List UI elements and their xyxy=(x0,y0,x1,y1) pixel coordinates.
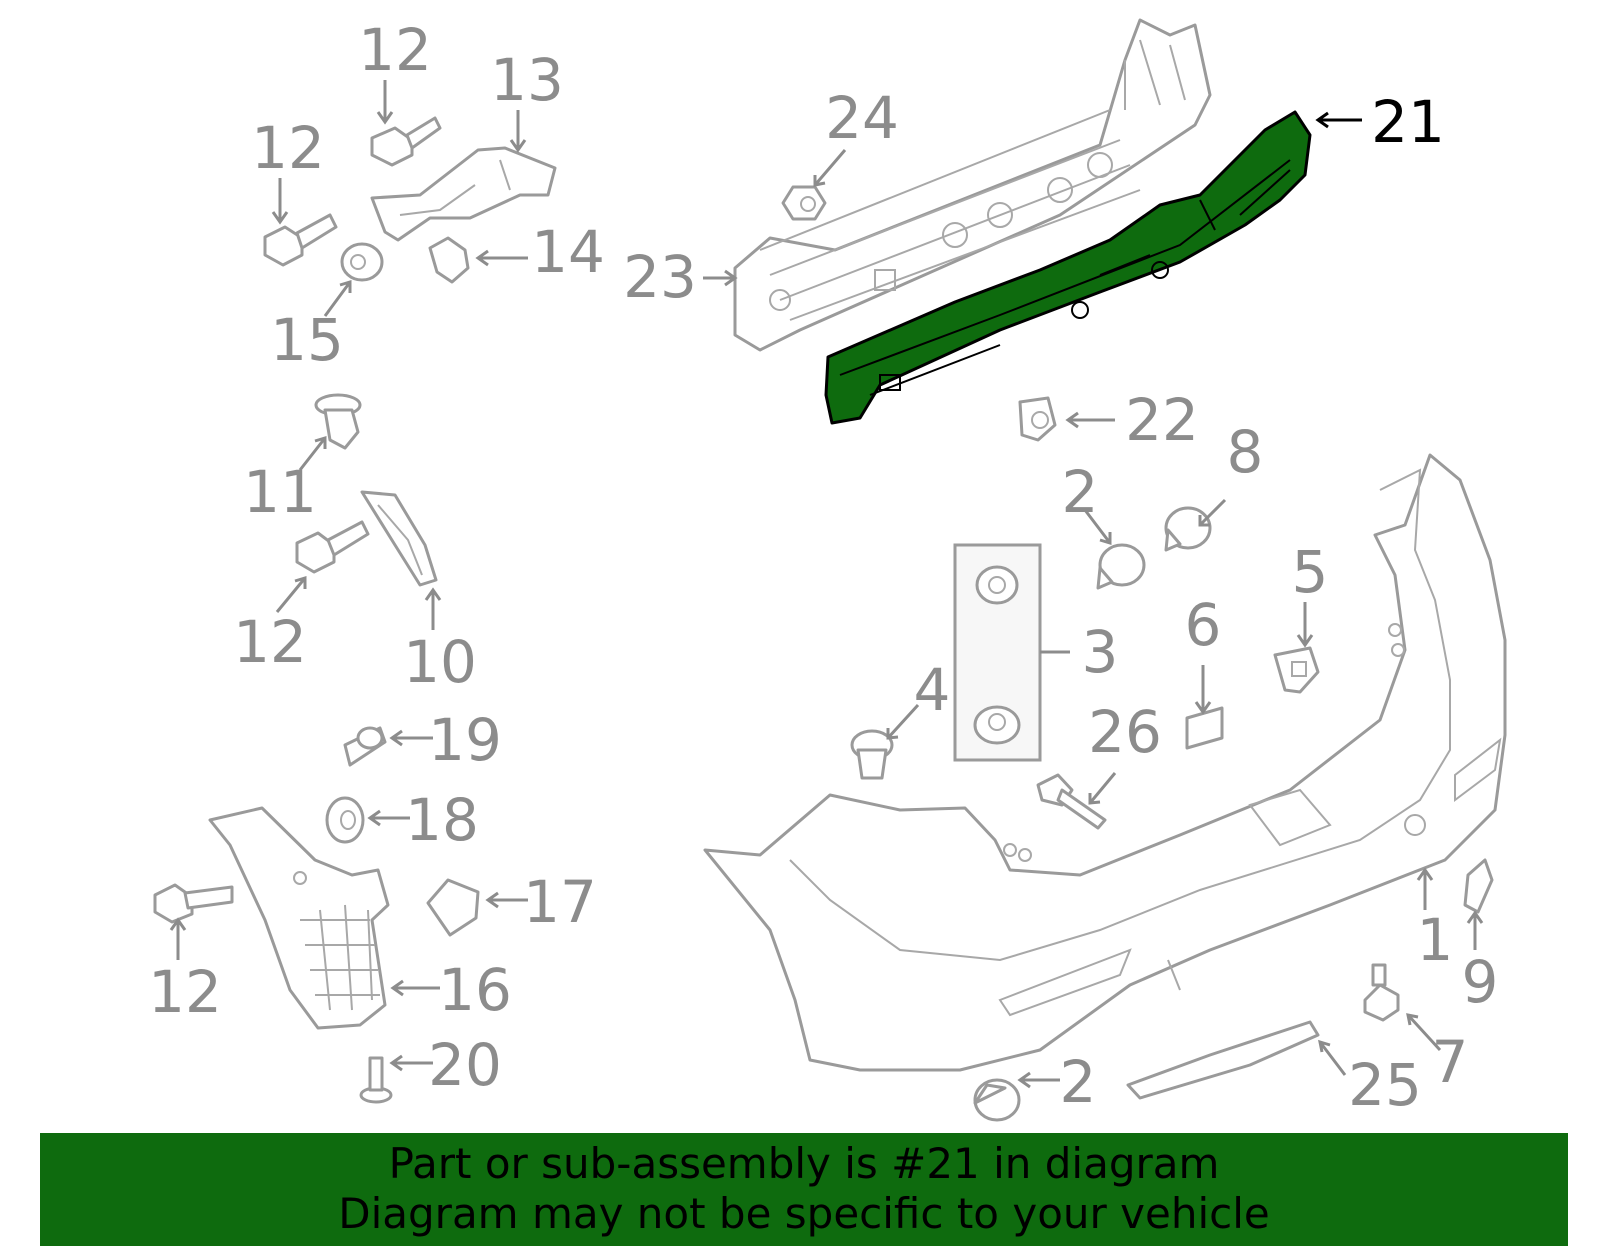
callout-3: 3 xyxy=(1082,618,1119,686)
part-3-fastener-kit[interactable] xyxy=(953,543,1042,762)
callout-12-lower: 12 xyxy=(148,958,222,1026)
part-23-bumper-reinforcement[interactable] xyxy=(733,18,1212,352)
callout-23: 23 xyxy=(623,243,697,311)
callout-5: 5 xyxy=(1292,538,1329,606)
part-10-bracket[interactable] xyxy=(360,490,438,587)
part-18-washer[interactable] xyxy=(325,796,365,844)
part-24-nut[interactable] xyxy=(781,185,827,221)
callout-20: 20 xyxy=(428,1031,502,1099)
callout-13: 13 xyxy=(490,46,564,114)
part-9-plug[interactable] xyxy=(1463,858,1494,914)
part-14-clip[interactable] xyxy=(428,236,470,284)
part-11-push-clip[interactable] xyxy=(314,393,362,450)
callout-24: 24 xyxy=(825,84,899,152)
callout-19: 19 xyxy=(428,706,502,774)
part-6-pad[interactable] xyxy=(1185,706,1224,750)
part-13-bracket[interactable] xyxy=(370,146,557,242)
callout-18: 18 xyxy=(405,786,479,854)
part-15-spacer[interactable] xyxy=(340,242,384,282)
part-12-bolt-middle[interactable] xyxy=(295,520,370,574)
part-16-bracket[interactable] xyxy=(208,806,390,1030)
callout-12-top: 12 xyxy=(358,16,432,84)
callout-2-bottom: 2 xyxy=(1060,1048,1097,1116)
callout-25: 25 xyxy=(1348,1051,1422,1119)
callout-10: 10 xyxy=(403,628,477,696)
callout-26: 26 xyxy=(1088,698,1162,766)
callout-11: 11 xyxy=(243,458,317,526)
callout-22: 22 xyxy=(1125,386,1199,454)
part-2-grommet-bottom[interactable] xyxy=(973,1078,1021,1122)
callout-14: 14 xyxy=(531,218,605,286)
callout-12-middle: 12 xyxy=(233,608,307,676)
banner-line-1: Part or sub-assembly is #21 in diagram xyxy=(388,1139,1220,1188)
part-19-bolt[interactable] xyxy=(343,726,387,767)
callout-1: 1 xyxy=(1417,906,1454,974)
callout-7: 7 xyxy=(1432,1028,1469,1096)
part-2-grommet-top[interactable] xyxy=(1096,543,1146,590)
part-20-pin[interactable] xyxy=(359,1056,393,1104)
part-5-clip[interactable] xyxy=(1273,646,1320,694)
callout-17: 17 xyxy=(523,868,597,936)
callout-16: 16 xyxy=(438,956,512,1024)
callout-6: 6 xyxy=(1185,591,1222,659)
part-12-bolt-lower[interactable] xyxy=(153,883,234,924)
leader-lines xyxy=(169,80,1484,1089)
part-1-bumper-cover[interactable] xyxy=(703,453,1507,1072)
part-4-push-clip[interactable] xyxy=(850,729,894,780)
part-25-reflector[interactable] xyxy=(1126,1020,1320,1100)
callout-4: 4 xyxy=(914,656,951,724)
info-banner: Part or sub-assembly is #21 in diagram D… xyxy=(40,1133,1568,1246)
callout-2-top: 2 xyxy=(1062,458,1099,526)
part-17-clip[interactable] xyxy=(426,878,480,937)
callout-8: 8 xyxy=(1227,418,1264,486)
callout-labels: 12 13 12 14 15 24 21 23 22 11 2 8 12 10 … xyxy=(148,16,1498,1119)
part-8-grommet[interactable] xyxy=(1164,506,1212,552)
part-12-bolt-upper-left[interactable] xyxy=(263,213,338,267)
banner-line-2: Diagram may not be specific to your vehi… xyxy=(338,1189,1270,1238)
part-22-clip[interactable] xyxy=(1018,396,1057,442)
callout-9: 9 xyxy=(1462,948,1499,1016)
callout-21: 21 xyxy=(1371,88,1445,156)
part-26-screw[interactable] xyxy=(1036,773,1107,830)
callout-12-upper-left: 12 xyxy=(251,114,325,182)
callout-15: 15 xyxy=(270,306,344,374)
part-12-bolt-top[interactable] xyxy=(370,116,442,167)
part-7-screw[interactable] xyxy=(1363,963,1400,1022)
part-21-energy-absorber[interactable] xyxy=(824,110,1312,425)
